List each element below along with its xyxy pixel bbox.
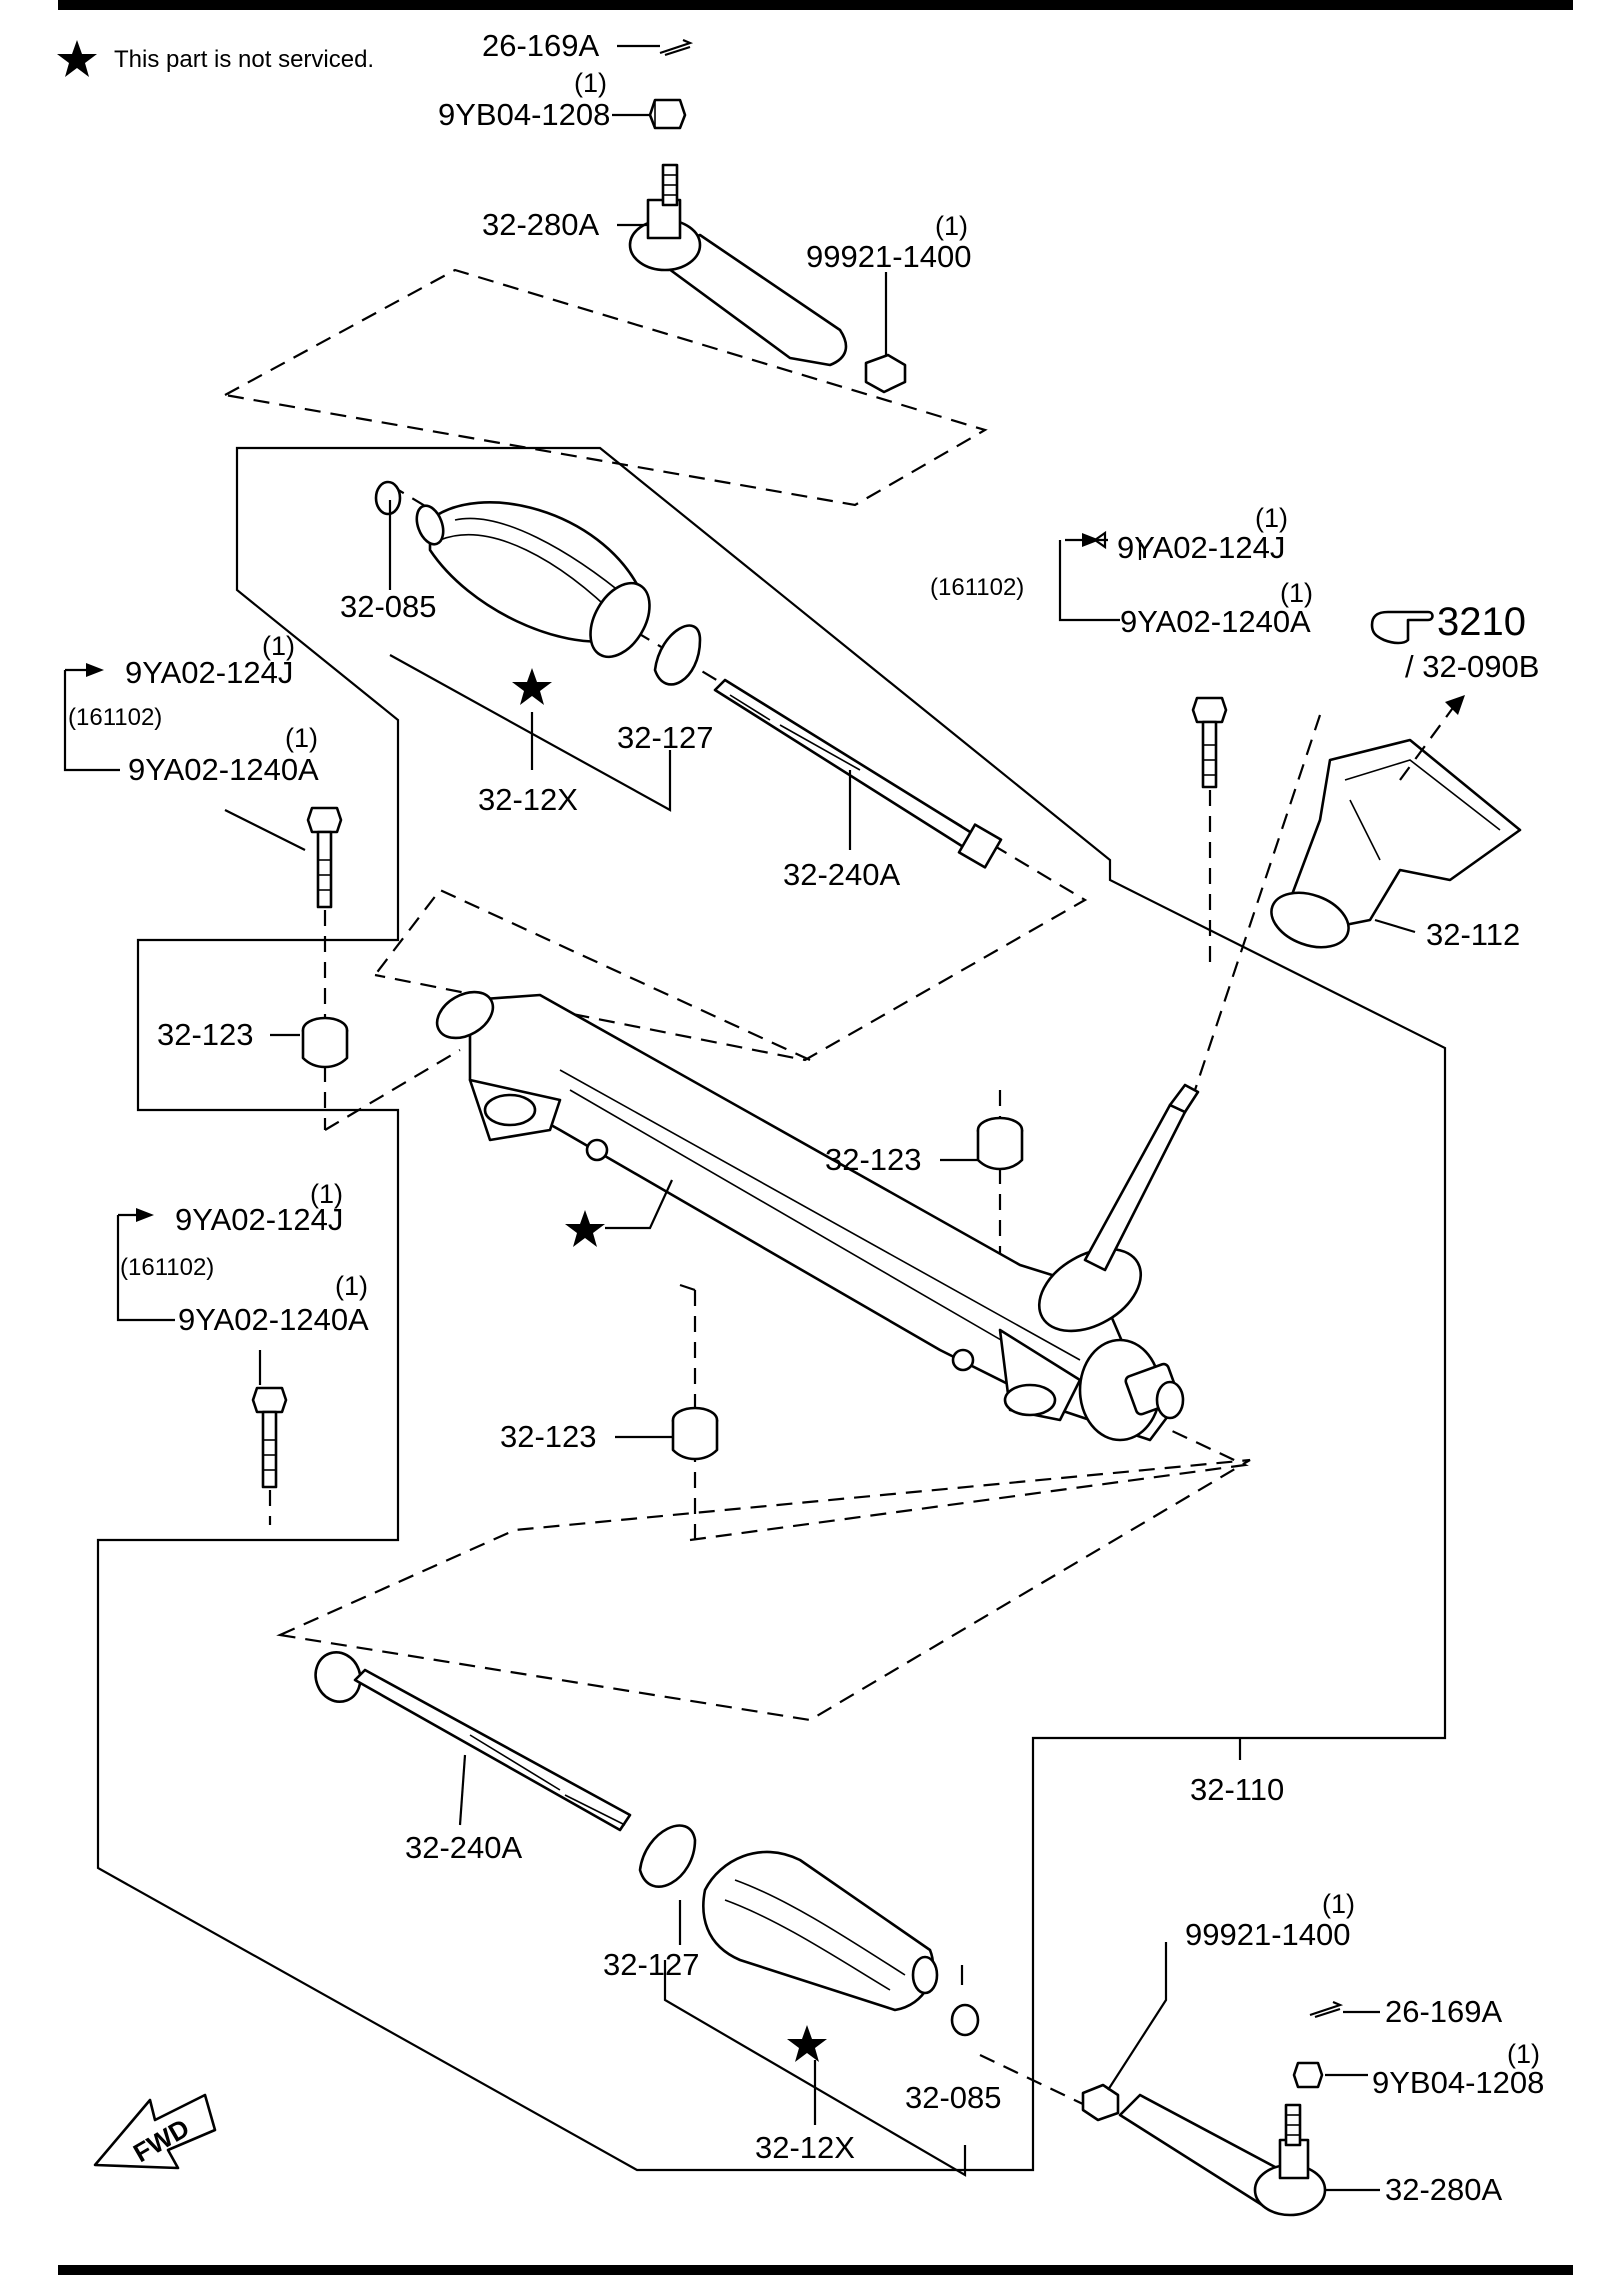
label-bolt-top-right-new-qty: (1) (1255, 503, 1288, 533)
star-icon (512, 668, 552, 705)
label-clamp-right: 32-085 (905, 2080, 1002, 2115)
label-tie-rod-end-left: 32-280A (482, 207, 600, 242)
label-bolt-top-right-date: (161102) (930, 574, 1024, 601)
label-boot-kit-left: 32-12X (478, 782, 578, 817)
label-tie-rod-right: 32-240A (405, 1830, 523, 1865)
bottom-border (58, 2265, 1573, 2275)
pinion-axis (1193, 714, 1322, 1091)
label-bolt-left1-old-qty: (1) (285, 723, 318, 753)
label-bolt-left2-old: 9YA02-1240A (178, 1302, 369, 1337)
label-boot-band-right: 32-127 (603, 1947, 700, 1982)
label-bolt-top-right-old-qty: (1) (1280, 578, 1313, 608)
cotter-pin-icon (1309, 2000, 1344, 2019)
steering-rack-housing (435, 990, 1185, 1442)
tie-rod-right-group (276, 1458, 1251, 1722)
flag-arrow-icon (136, 1208, 154, 1222)
label-nut-left-qty: (1) (574, 68, 607, 98)
label-boot-band-left: 32-127 (617, 720, 714, 755)
lock-nut-left (864, 353, 907, 394)
labels: 26-169A (1) 9YB04-1208 32-280A (1) 99921… (68, 28, 1544, 2207)
bushing-axis-3b (679, 1283, 696, 1292)
bolt-left1 (306, 806, 343, 909)
label-bolt-left2-new-qty: (1) (310, 1179, 343, 1209)
lock-nut-right (1081, 2083, 1120, 2122)
legend-text: This part is not serviced. (114, 46, 374, 73)
label-lock-nut-left: 99921-1400 (806, 239, 972, 274)
label-bolt-left1-new: 9YA02-124J (125, 655, 293, 690)
label-bolt-left2-old-qty: (1) (335, 1271, 368, 1301)
dust-boot-ref-arrow (1399, 704, 1456, 781)
label-nut-right-qty: (1) (1507, 2039, 1540, 2069)
nut-right (1292, 2061, 1324, 2089)
label-cotter-pin-left: 26-169A (482, 28, 600, 63)
label-bushing-3: 32-123 (500, 1419, 597, 1454)
label-bushing-2: 32-123 (825, 1142, 922, 1177)
rack-lower-group (689, 1429, 1249, 1542)
star-icon (787, 2025, 827, 2062)
label-tie-rod-end-right: 32-280A (1385, 2172, 1503, 2207)
cotter-pin-icon (659, 38, 694, 57)
label-ref-part: / 32-090B (1405, 649, 1539, 684)
label-bolt-top-right-new: 9YA02-124J (1117, 530, 1285, 565)
label-nut-left: 9YB04-1208 (438, 97, 610, 132)
label-ref-section: 3210 (1437, 600, 1526, 644)
leader-lines (63, 44, 1416, 2192)
bushing-1 (301, 1016, 349, 1069)
gear-assembly-outline (96, 446, 1447, 2172)
bolt-left2 (251, 1386, 288, 1489)
label-bolt-left2-date: (161102) (120, 1254, 214, 1281)
label-bolt-top-right-old: 9YA02-1240A (1120, 604, 1311, 639)
tie-rod-left (713, 678, 1003, 869)
bolt-top-right (1191, 696, 1228, 789)
pinion-shaft (1083, 1083, 1200, 1272)
top-border (58, 0, 1573, 10)
legend: This part is not serviced. (57, 40, 374, 77)
tie-rod-end-right (1118, 2093, 1327, 2217)
flag-arrow-icon (1082, 533, 1100, 547)
star-icon (57, 40, 97, 77)
label-dust-boot: 32-112 (1426, 917, 1520, 952)
dust-boot (1270, 738, 1522, 949)
label-bolt-left1-date: (161102) (68, 704, 162, 731)
flag-arrow-icon (86, 663, 104, 677)
clamp-right-axis (979, 2054, 1086, 2106)
tie-rod-end-left-group (221, 268, 988, 507)
pointing-hand-icon (1370, 610, 1434, 645)
label-tie-rod-left: 32-240A (783, 857, 901, 892)
label-nut-right: 9YB04-1208 (1372, 2065, 1544, 2100)
label-cotter-pin-right: 26-169A (1385, 1994, 1503, 2029)
boot-left (374, 480, 702, 686)
rack-upper-group (374, 888, 811, 1061)
label-bolt-left1-new-qty: (1) (262, 631, 295, 661)
boot-right (638, 1824, 980, 2037)
label-clamp-left: 32-085 (340, 589, 437, 624)
boot-band-left (653, 624, 702, 686)
fwd-arrow-icon: FWD (93, 2093, 217, 2170)
boot-band-right (638, 1824, 697, 1888)
label-lock-nut-right: 99921-1400 (1185, 1917, 1351, 1952)
label-boot-kit-right: 32-12X (755, 2130, 855, 2165)
label-lock-nut-right-qty: (1) (1322, 1889, 1355, 1919)
label-bolt-left1-old: 9YA02-1240A (128, 752, 319, 787)
bushing-3 (671, 1406, 719, 1461)
label-bushing-1: 32-123 (157, 1017, 254, 1052)
bushing-axis-1 (324, 1049, 461, 1131)
bushing-2 (976, 1116, 1024, 1171)
tie-rod-right (314, 1651, 632, 1832)
label-gear-assembly: 32-110 (1190, 1772, 1284, 1807)
star-icon (565, 1210, 605, 1247)
ref-arrow-head (1445, 695, 1465, 715)
label-bolt-left2-new: 9YA02-124J (175, 1202, 343, 1237)
label-lock-nut-left-qty: (1) (935, 211, 968, 241)
tie-rod-end-left (628, 98, 848, 367)
